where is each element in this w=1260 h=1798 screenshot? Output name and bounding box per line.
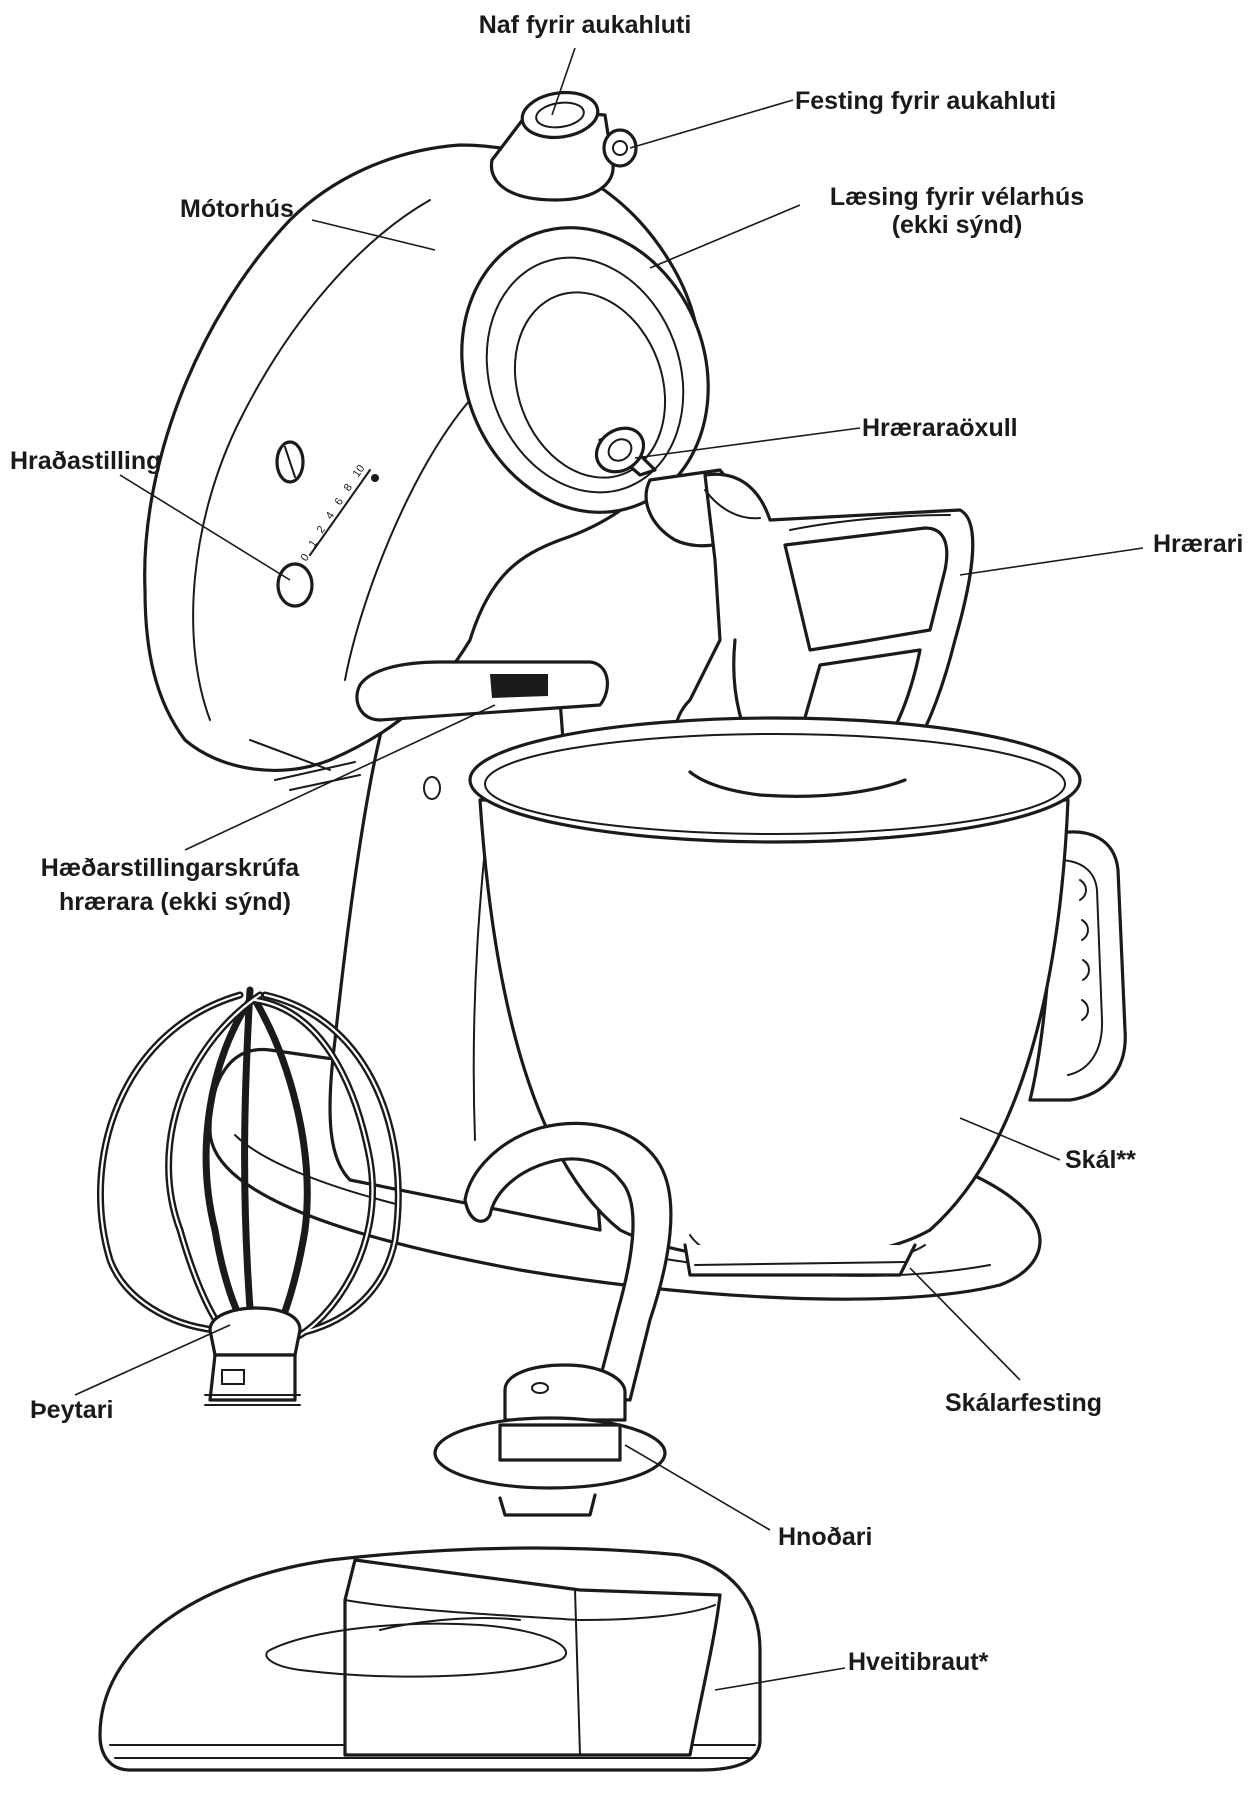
label-peytari: Þeytari	[30, 1396, 113, 1424]
leader-lines	[74, 47, 1144, 1691]
leader-hraeraraoxull	[634, 427, 861, 459]
label-naf: Naf fyrir aukahluti	[479, 11, 692, 39]
leader-hveitibraut	[714, 1667, 846, 1691]
speed-mark: 0	[299, 552, 312, 564]
label-hnodari: Hnoðari	[778, 1523, 872, 1551]
leader-laesing	[649, 204, 801, 269]
leader-naf	[551, 47, 576, 116]
leader-haedar	[184, 704, 496, 851]
label-skalarfesting: Skálarfesting	[945, 1389, 1102, 1417]
leader-peytari	[74, 1324, 231, 1396]
attachment-hub	[489, 90, 638, 202]
label-festing: Festing fyrir aukahluti	[795, 87, 1056, 115]
wire-whip	[96, 986, 402, 1406]
label-laesing-line1: Læsing fyrir vélarhús	[830, 183, 1084, 211]
speed-control: 0 1 2 4 6 8 10	[275, 440, 379, 608]
leader-festing	[629, 99, 794, 149]
leader-hradastilling	[119, 474, 291, 581]
label-haedar-line2: hrærara (ekki sýnd)	[59, 888, 291, 916]
speed-mark: 4	[324, 510, 337, 522]
label-hradastilling: Hraðastilling	[10, 447, 161, 475]
label-hraeraraoxull: Hræraraöxull	[862, 414, 1018, 442]
speed-mark: 1	[307, 538, 320, 550]
leader-motorhus	[311, 219, 436, 251]
labels: Naf fyrir aukahluti Festing fyrir aukahl…	[10, 11, 1243, 1676]
leader-skal	[959, 1117, 1061, 1161]
speed-mark: 8	[342, 482, 355, 494]
label-skal: Skál**	[1065, 1146, 1136, 1174]
leader-skalarfesting	[909, 1267, 1021, 1381]
motor-head	[143, 143, 710, 791]
label-motorhus: Mótorhús	[180, 195, 294, 223]
label-hveitibraut: Hveitibraut*	[848, 1648, 989, 1676]
dough-hook	[433, 1121, 673, 1517]
pouring-shield	[98, 1546, 762, 1772]
label-haedar-line1: Hæðarstillingarskrúfa	[41, 854, 301, 882]
speed-mark: 10	[351, 463, 368, 480]
speed-dial-marks: 0 1 2 4 6 8 10	[299, 463, 368, 564]
label-laesing-line2: (ekki sýnd)	[892, 211, 1023, 239]
leader-hnodari	[624, 1444, 771, 1531]
speed-mark: 6	[333, 496, 346, 508]
leader-hraerari	[959, 547, 1144, 576]
speed-mark: 2	[315, 524, 328, 536]
label-hraerari: Hrærari	[1153, 530, 1243, 558]
